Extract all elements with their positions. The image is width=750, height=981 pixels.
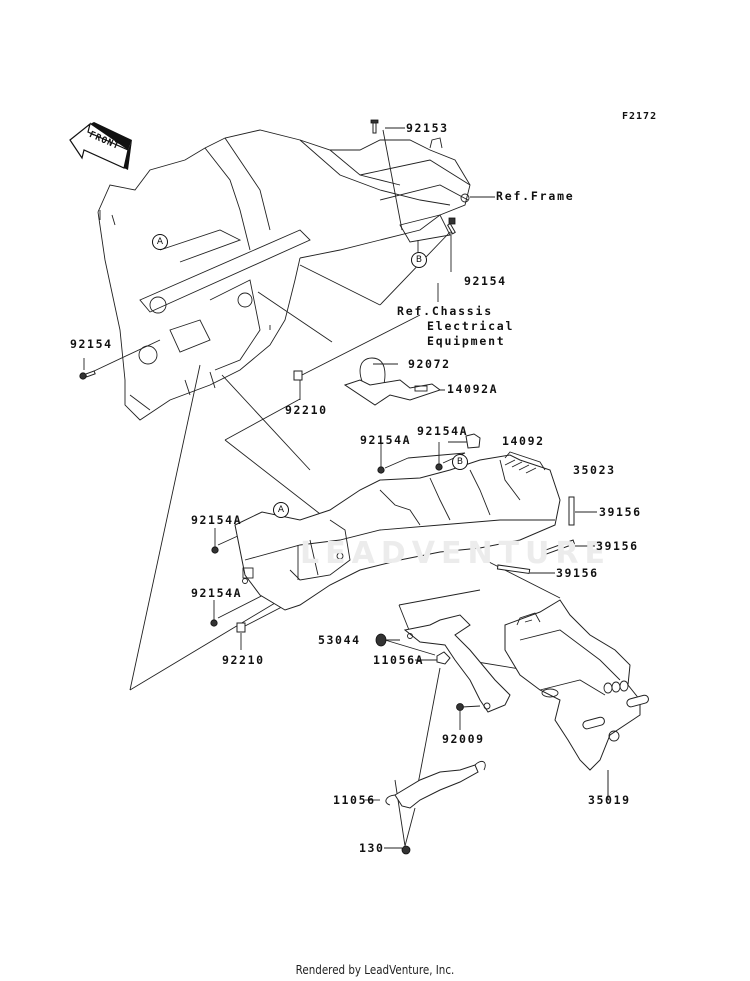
- ref-marker-b-mid: B: [452, 454, 468, 470]
- callout-92210-top[interactable]: 92210: [285, 403, 328, 417]
- bolt-icons: [79, 119, 464, 855]
- ref-frame-label: Ref.Frame: [496, 189, 575, 203]
- bracket-14092: [465, 433, 481, 449]
- rubber-strips-39156: [496, 496, 576, 574]
- callout-11056A[interactable]: 11056A: [373, 653, 425, 667]
- callout-35023[interactable]: 35023: [573, 463, 616, 477]
- ref-chassis-line2: Electrical: [427, 319, 515, 333]
- figure-code: F2172: [622, 111, 658, 122]
- bracket-11056-drawing: [385, 760, 486, 809]
- callout-92153[interactable]: 92153: [406, 121, 449, 135]
- ref-chassis-line1: Ref.Chassis: [397, 304, 493, 318]
- callout-39156-3[interactable]: 39156: [556, 566, 599, 580]
- callout-14092A[interactable]: 14092A: [447, 382, 499, 396]
- callout-11056[interactable]: 11056: [333, 793, 376, 807]
- inner-fender-drawing: [234, 451, 561, 611]
- collar-92210: [293, 370, 303, 381]
- callout-92154-top[interactable]: 92154: [464, 274, 507, 288]
- callout-39156-2[interactable]: 39156: [596, 539, 639, 553]
- callout-92154A-3[interactable]: 92154A: [191, 513, 243, 527]
- callout-39156-1[interactable]: 39156: [599, 505, 642, 519]
- rear-fender-35019-drawing: [504, 599, 649, 771]
- callout-35019[interactable]: 35019: [588, 793, 631, 807]
- callout-92154-left[interactable]: 92154: [70, 337, 113, 351]
- stay-bracket-drawing: [375, 614, 511, 713]
- callout-92210-bottom[interactable]: 92210: [222, 653, 265, 667]
- watermark: LEADVENTURE: [300, 536, 611, 571]
- callout-92154A-1[interactable]: 92154A: [360, 433, 412, 447]
- footer-credit: Rendered by LeadVenture, Inc.: [295, 963, 455, 977]
- ref-marker-a-top: A: [152, 234, 168, 250]
- callout-92154A-2[interactable]: 92154A: [417, 424, 469, 438]
- callout-14092[interactable]: 14092: [502, 434, 545, 448]
- ref-marker-a-mid: A: [273, 502, 289, 518]
- ref-marker-b-top: B: [411, 252, 427, 268]
- callout-53044[interactable]: 53044: [318, 633, 361, 647]
- bracket-14092A: [343, 379, 442, 406]
- callout-92072[interactable]: 92072: [408, 357, 451, 371]
- callout-92154A-4[interactable]: 92154A: [191, 586, 243, 600]
- front-arrow-icon: [69, 122, 132, 170]
- callout-92009[interactable]: 92009: [442, 732, 485, 746]
- frame-drawing: [97, 129, 471, 421]
- ref-chassis-line3: Equipment: [427, 334, 506, 348]
- callout-130[interactable]: 130: [359, 841, 385, 855]
- leader-lines: [83, 127, 495, 691]
